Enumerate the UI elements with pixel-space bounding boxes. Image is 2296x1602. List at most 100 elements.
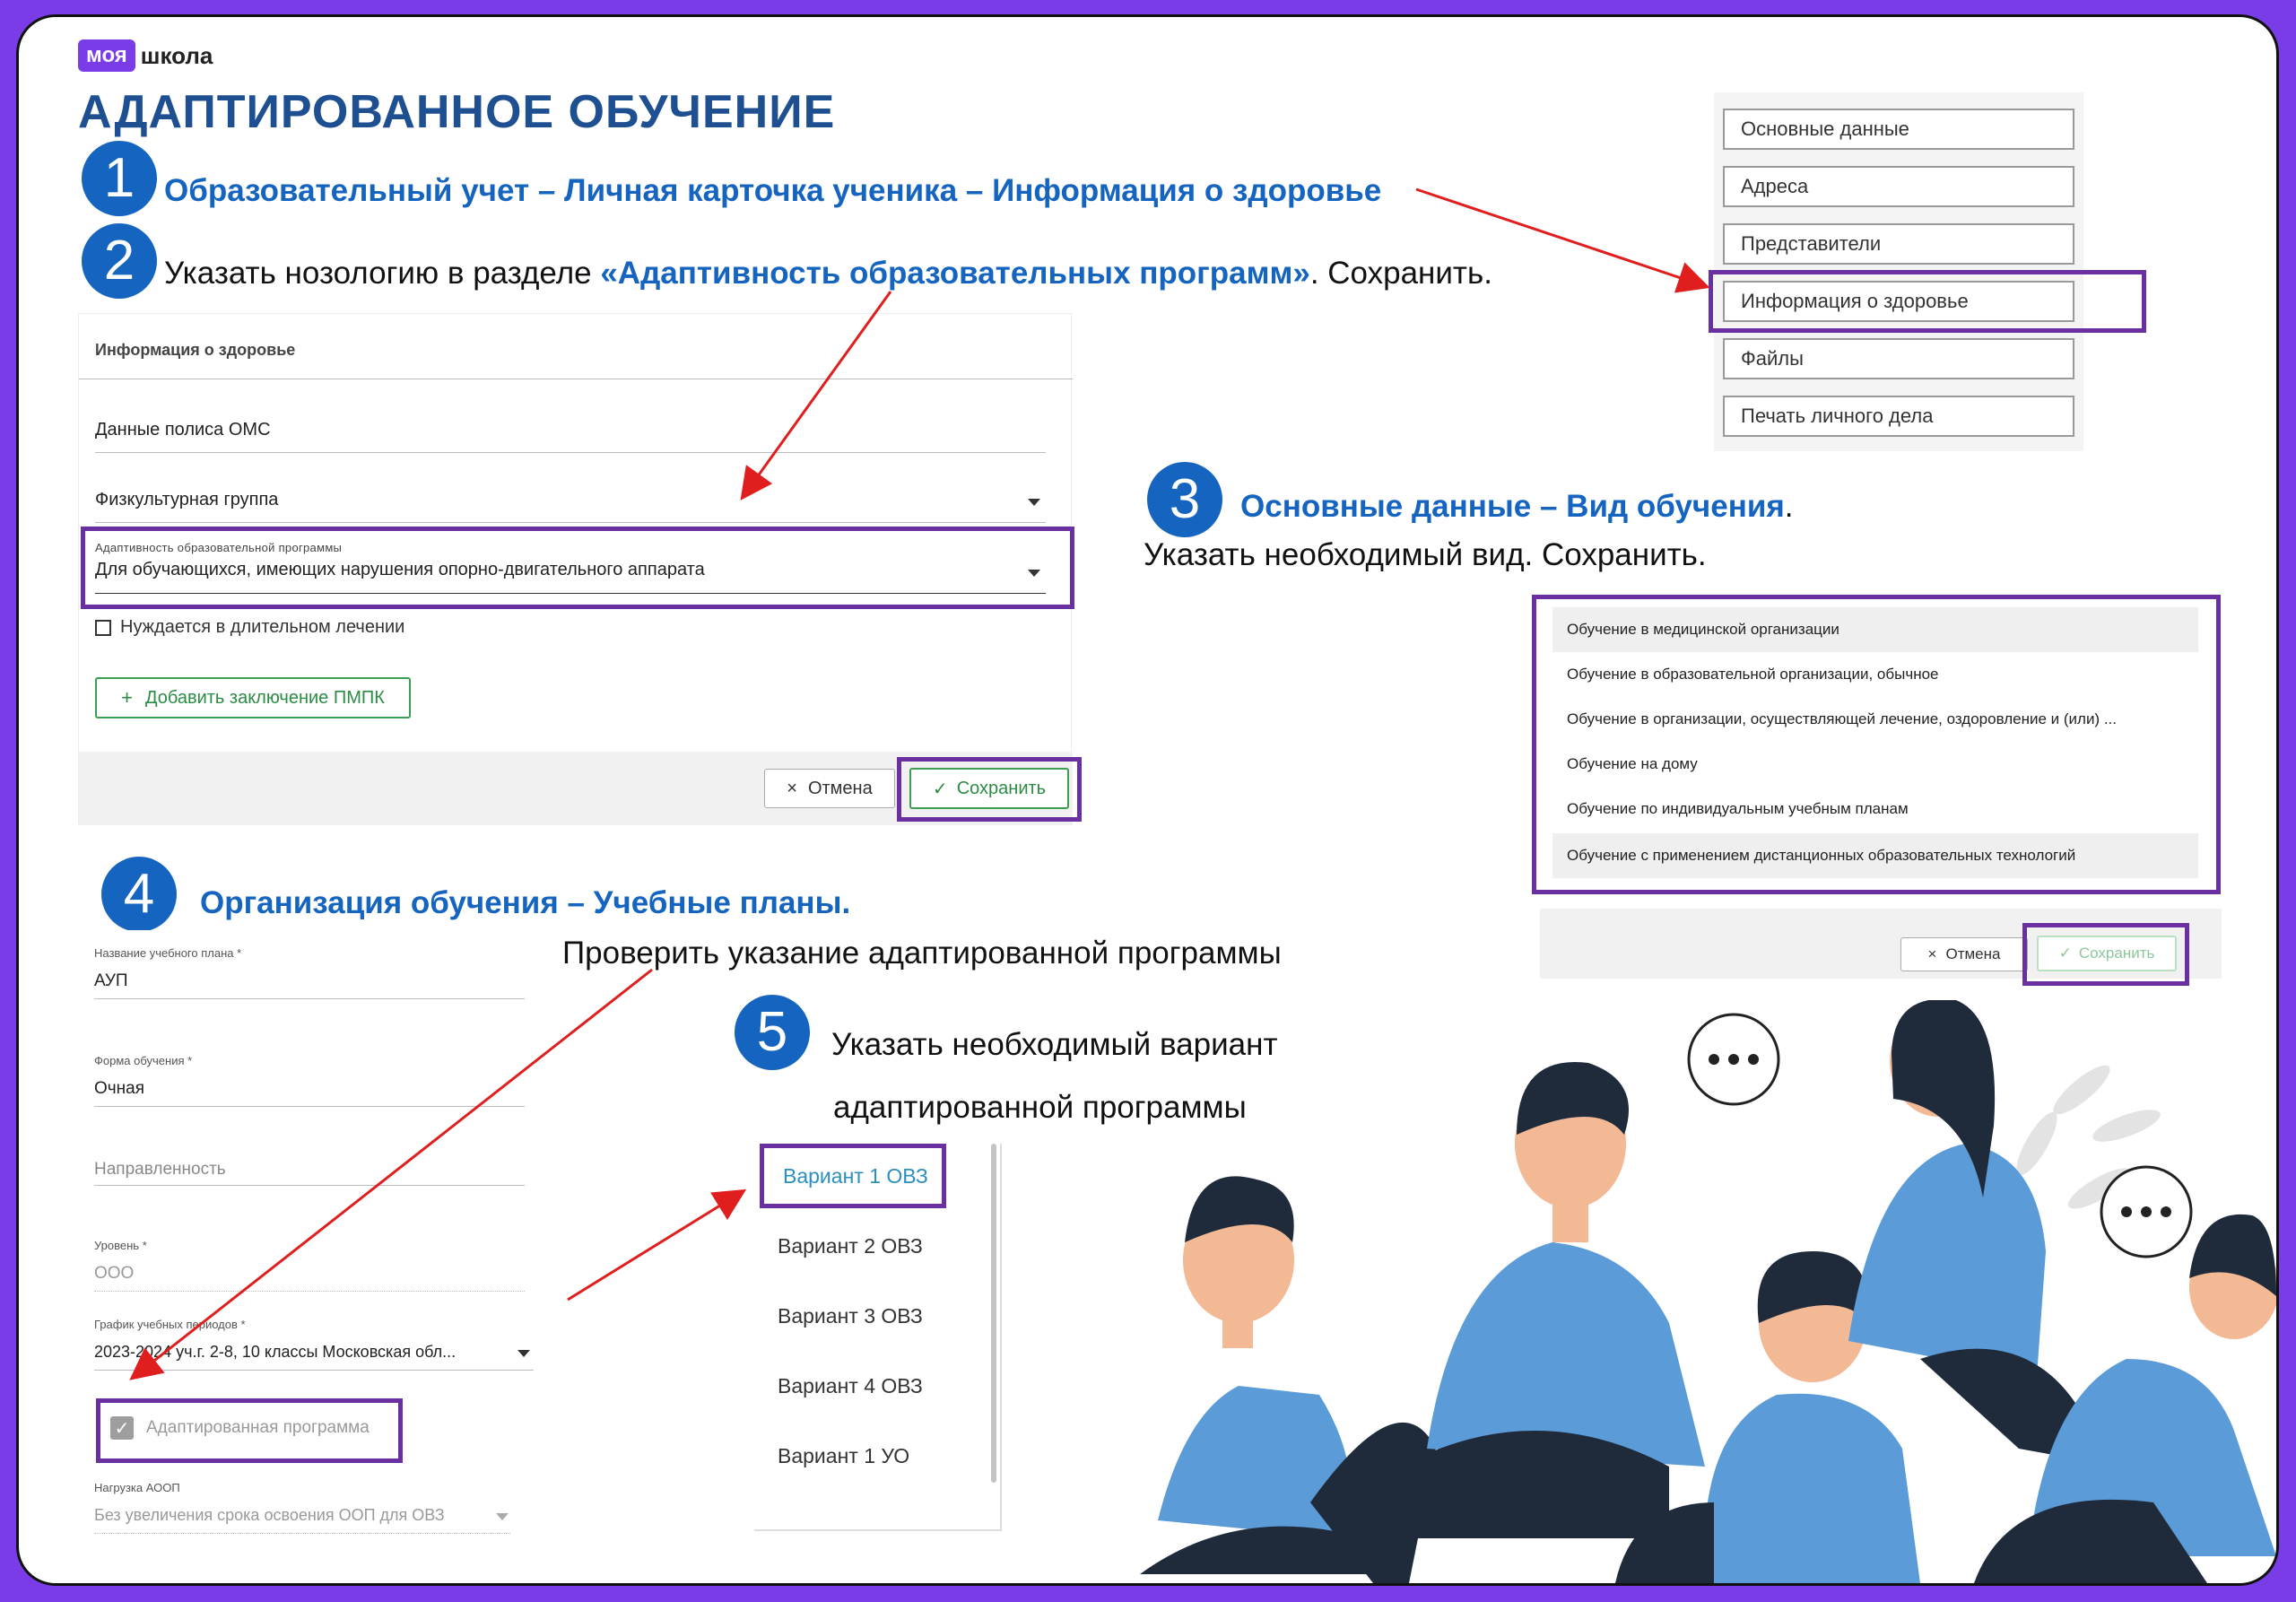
people-illustration: [1140, 1000, 2276, 1583]
study-option[interactable]: Обучение в организации, осуществляющей л…: [1567, 710, 2117, 727]
adaptivity-select[interactable]: Адаптивность образовательной программы Д…: [95, 541, 1046, 595]
add-pmpk-button[interactable]: + Добавить заключение ПМПК: [95, 677, 411, 718]
form-footer: [79, 752, 1073, 825]
save-highlight: [897, 757, 1082, 822]
phys-underline: [95, 522, 1046, 523]
variants-scrollbar[interactable]: [991, 1144, 996, 1483]
person-figure: [1848, 1000, 2118, 1467]
study-option[interactable]: Обучение на дому: [1567, 755, 1698, 772]
adaptivity-underline: [95, 593, 1046, 594]
study-cancel-label: Отмена: [1945, 945, 2001, 962]
load-label: Нагрузка АООП: [94, 1481, 180, 1494]
step-5-line2: адаптированной программы: [833, 1090, 1247, 1125]
study-type-highlight: [1532, 595, 2221, 894]
menu-item-main-data[interactable]: Основные данные: [1723, 109, 2074, 150]
long-treatment-label: Нуждается в длительном лечении: [120, 617, 405, 637]
study-option[interactable]: Обучение с применением дистанционных обр…: [1552, 833, 2198, 878]
schedule-underline: [94, 1370, 534, 1371]
form-value[interactable]: Очная: [94, 1079, 145, 1098]
variant-item[interactable]: Вариант 2 ОВЗ: [778, 1233, 923, 1258]
step-3-text: Основные данные – Вид обучения.: [1240, 489, 1794, 525]
page-title: АДАПТИРОВАННОЕ ОБУЧЕНИЕ: [78, 86, 836, 138]
oms-field[interactable]: Данные полиса ОМС: [95, 420, 1046, 456]
chevron-down-icon: [1028, 499, 1040, 506]
step-4-circle: 4: [101, 857, 177, 932]
step-4-line2: Проверить указание адаптированной програ…: [562, 936, 1282, 971]
health-form-header: Информация о здоровье: [95, 341, 296, 359]
person-figure: [1140, 1176, 1436, 1583]
load-value: Без увеличения срока освоения ООП для ОВ…: [94, 1506, 445, 1524]
menu-item-addresses[interactable]: Адреса: [1723, 166, 2074, 207]
step-3-title: Основные данные – Вид обучения: [1240, 489, 1785, 524]
arrow-to-health-menu: [1415, 187, 1710, 293]
study-option[interactable]: Обучение по индивидуальным учебным плана…: [1567, 800, 1909, 817]
add-pmpk-label: Добавить заключение ПМПК: [144, 687, 385, 708]
phys-group-select[interactable]: Физкультурная группа: [95, 490, 1046, 526]
adapted-program-label: Адаптированная программа: [146, 1418, 370, 1437]
phys-group-label: Физкультурная группа: [95, 490, 279, 509]
check-icon: ✓: [932, 779, 948, 799]
variant-item[interactable]: Вариант 1 ОВЗ: [783, 1163, 928, 1188]
save-button[interactable]: ✓ Сохранить: [909, 768, 1069, 809]
study-option[interactable]: Обучение в медицинской организации: [1552, 607, 2198, 652]
variant-item[interactable]: Вариант 3 ОВЗ: [778, 1303, 923, 1328]
study-save-label: Сохранить: [2078, 945, 2155, 962]
study-option[interactable]: Обучение в образовательной организации, …: [1567, 666, 1939, 683]
variants-list: [754, 1144, 1002, 1531]
step-4-text: Организация обучения – Учебные планы.: [200, 885, 851, 920]
study-cancel-button[interactable]: × Отмена: [1900, 937, 2028, 971]
step-3-dot: .: [1784, 489, 1794, 524]
person-figure: [1974, 1214, 2276, 1583]
person-figure: [1615, 1251, 1920, 1583]
level-underline: [94, 1291, 525, 1292]
cancel-button[interactable]: × Отмена: [764, 769, 895, 808]
menu-item-files[interactable]: Файлы: [1723, 338, 2074, 379]
cancel-label: Отмена: [807, 778, 873, 798]
adapted-program-row[interactable]: ✓ Адаптированная программа: [110, 1416, 370, 1440]
chevron-down-icon: [517, 1350, 530, 1357]
direction-field[interactable]: Направленность: [94, 1160, 226, 1179]
study-save-button[interactable]: ✓ Сохранить: [2037, 936, 2177, 971]
form-underline: [94, 1106, 525, 1107]
step-2-circle: 2: [82, 223, 157, 299]
step-5-circle: 5: [735, 995, 810, 1070]
plan-name-label: Название учебного плана *: [94, 946, 242, 960]
arrow-to-variant: [567, 1188, 747, 1302]
menu-item-health[interactable]: Информация о здоровье: [1723, 281, 2074, 322]
study-save-highlight: [2022, 923, 2189, 986]
level-value: ООО: [94, 1264, 135, 1283]
step-2-text: Указать нозологию в разделе «Адаптивност…: [164, 256, 1492, 292]
step-2-pre: Указать нозологию в разделе: [164, 256, 601, 291]
oms-label: Данные полиса ОМС: [95, 420, 271, 440]
chevron-down-icon: [1028, 570, 1040, 577]
menu-item-print[interactable]: Печать личного дела: [1723, 396, 2074, 437]
save-label: Сохранить: [956, 778, 1047, 798]
health-menu-highlight: [1709, 270, 2146, 333]
close-icon: ×: [1927, 945, 1937, 962]
long-treatment-checkbox[interactable]: [95, 619, 111, 636]
schedule-value[interactable]: 2023-2024 уч.г. 2-8, 10 классы Московска…: [94, 1343, 457, 1361]
chevron-down-icon: [496, 1513, 509, 1520]
load-underline: [94, 1533, 510, 1534]
slide-card: моя школа АДАПТИРОВАННОЕ ОБУЧЕНИЕ 1 Обра…: [16, 14, 2279, 1586]
close-icon: ×: [787, 778, 797, 798]
level-label: Уровень *: [94, 1239, 147, 1252]
plan-name-value[interactable]: АУП: [94, 971, 128, 990]
step-2-bold: «Адаптивность образовательных программ»: [600, 256, 1310, 291]
check-icon[interactable]: ✓: [110, 1416, 134, 1440]
arrows-layer: [129, 187, 1710, 1380]
adaptivity-highlight: [81, 527, 1074, 609]
adaptivity-value: Для обучающихся, имеющих нарушения опорн…: [95, 560, 705, 579]
step-3-circle: 3: [1147, 462, 1222, 537]
person-figure: [1400, 1062, 1705, 1538]
long-treatment-row[interactable]: Нуждается в длительном лечении: [95, 617, 404, 638]
direction-underline: [94, 1185, 525, 1186]
health-form-panel: Информация о здоровье Данные полиса ОМС …: [78, 313, 1082, 825]
step-3-line2: Указать необходимый вид. Сохранить.: [1144, 537, 1707, 572]
form-label: Форма обучения *: [94, 1054, 193, 1067]
variant-highlight: [760, 1144, 946, 1208]
variant-item[interactable]: Вариант 1 УО: [778, 1443, 910, 1467]
menu-item-representatives[interactable]: Представители: [1723, 223, 2074, 265]
variant-item[interactable]: Вариант 4 ОВЗ: [778, 1373, 923, 1397]
speech-bubble-icon: [1687, 1013, 1780, 1106]
